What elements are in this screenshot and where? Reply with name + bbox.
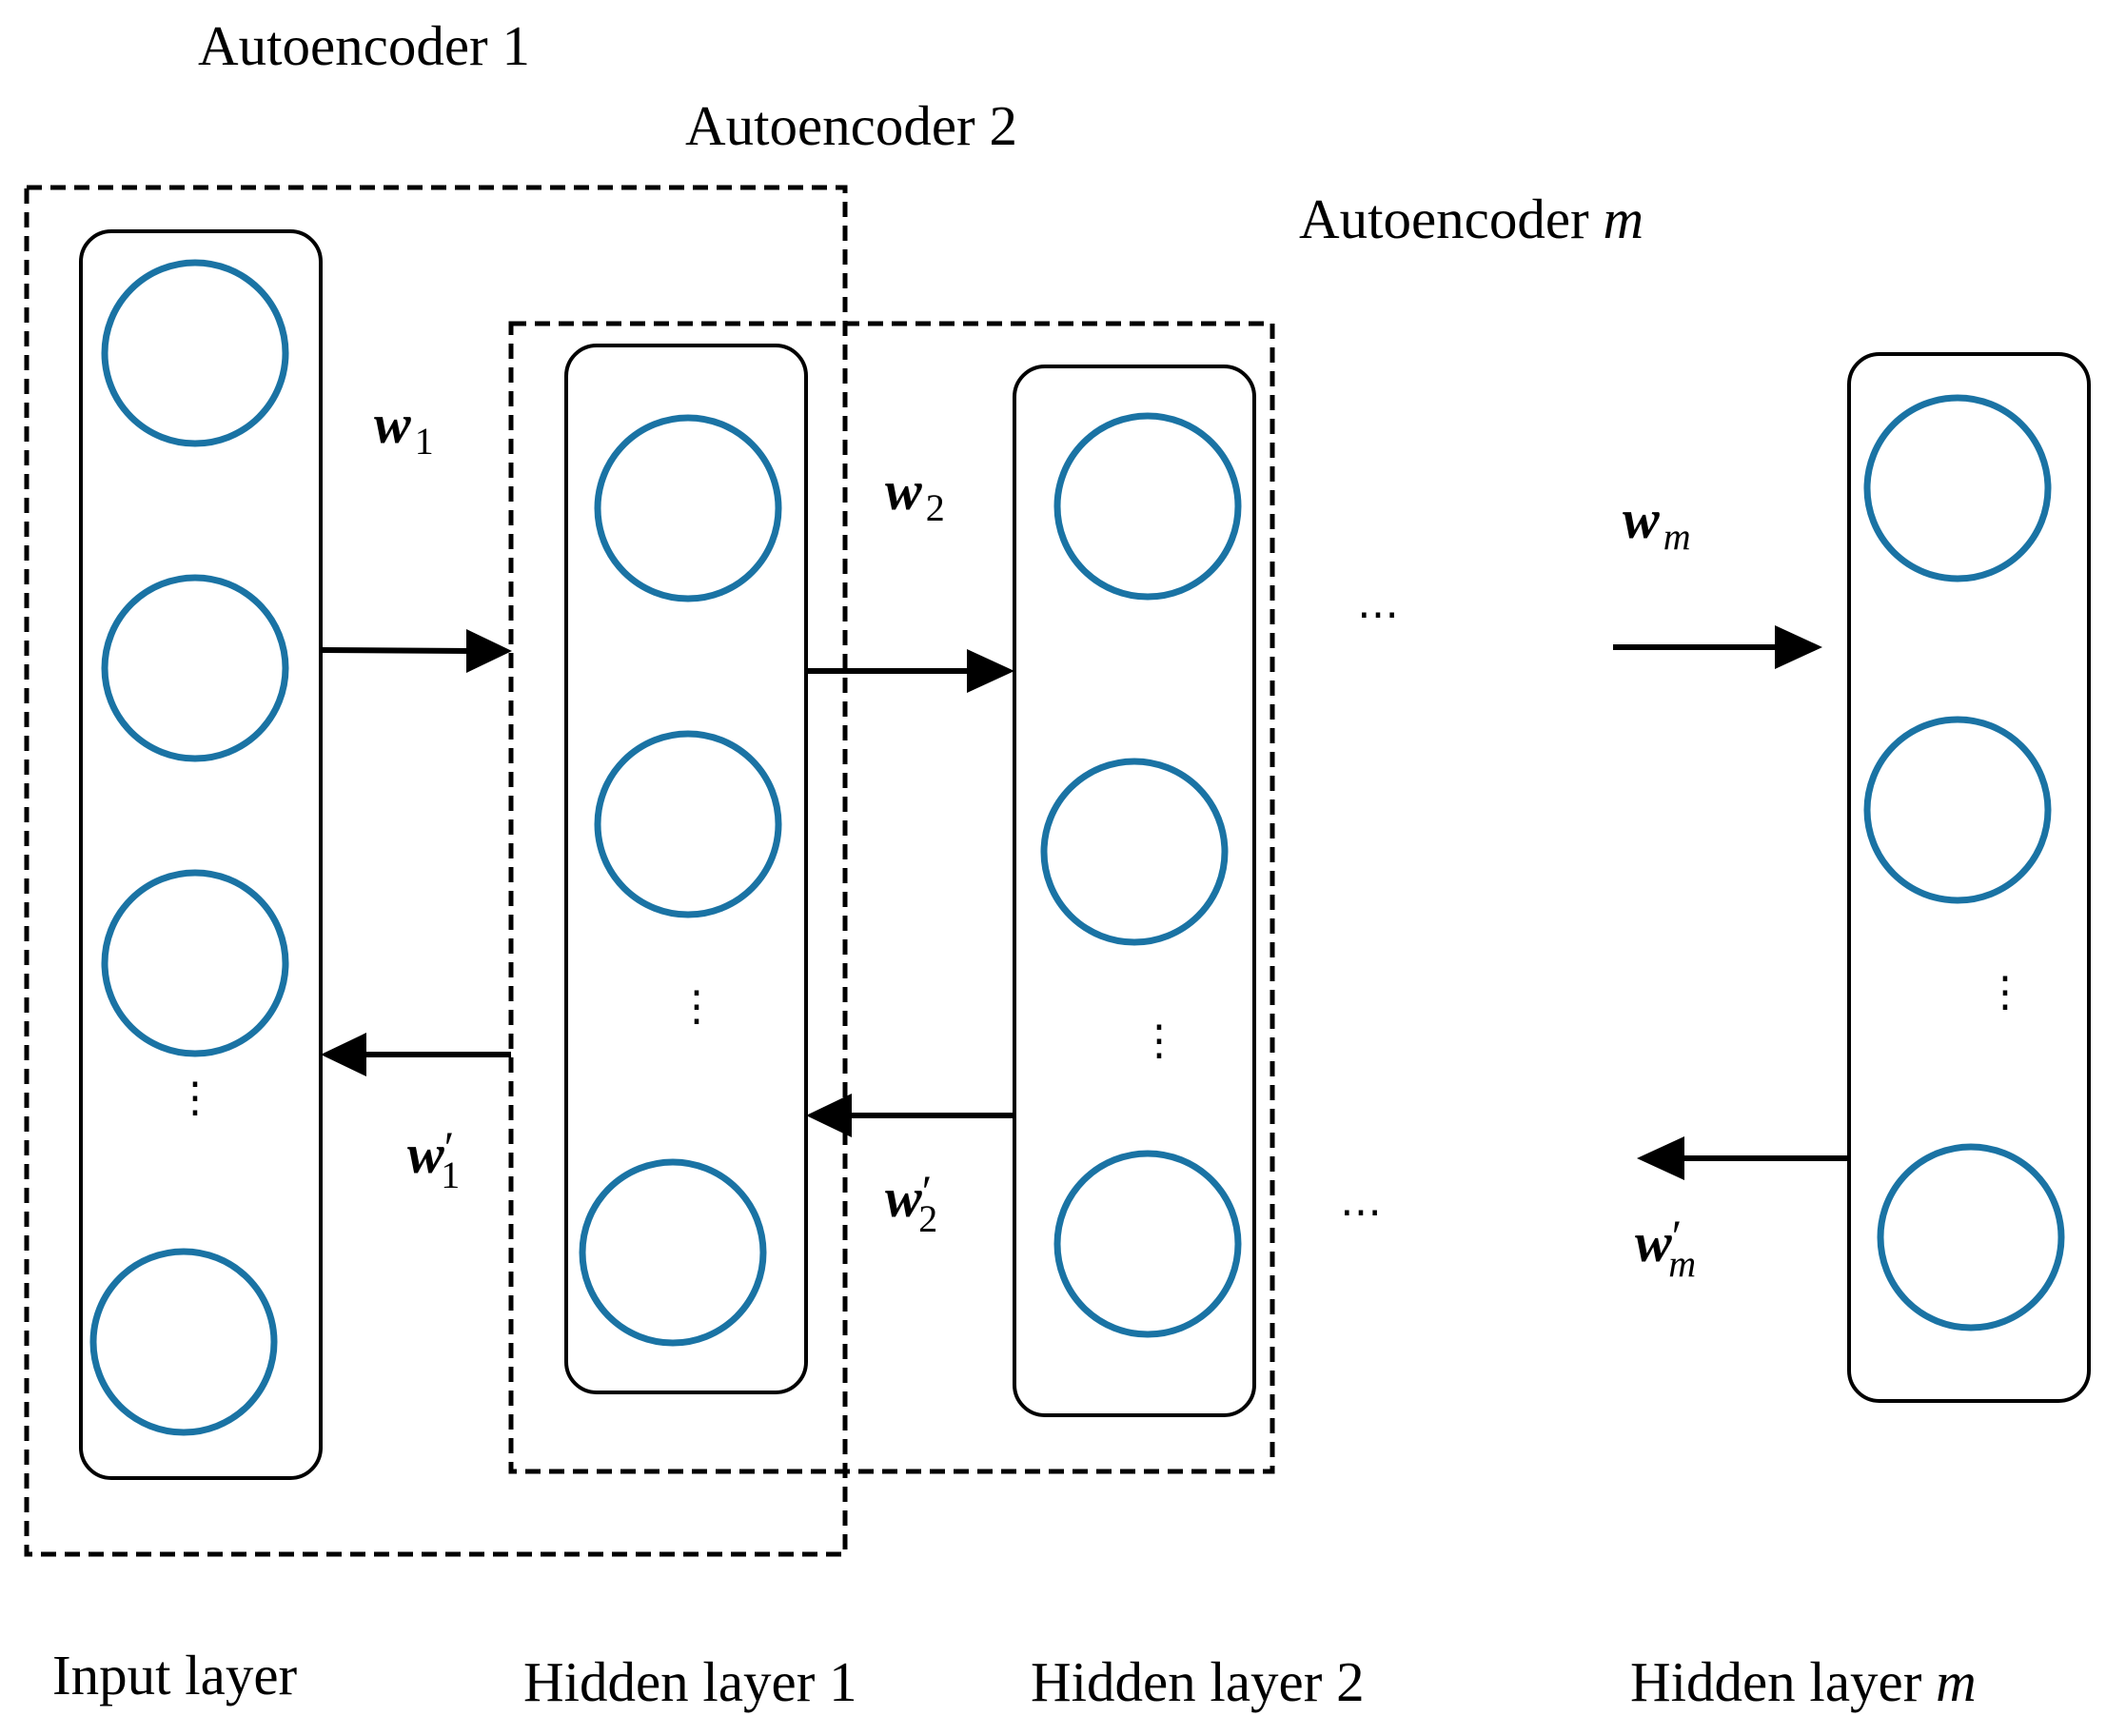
hiddenm-neuron-n	[1877, 1143, 2065, 1332]
input-layer-label: Input layer	[52, 1644, 298, 1706]
arrow-wm-backward	[1637, 1136, 1849, 1180]
input-neuron-1	[101, 259, 289, 447]
hidden-layer-2-label: Hidden layer 2	[1031, 1650, 1365, 1713]
weight-label-w2-prime: w′2	[885, 1167, 937, 1240]
input-neuron-3	[101, 869, 289, 1057]
middle-ellipsis-bottom: ⋯	[1340, 1189, 1382, 1235]
hidden2-neuron-n	[1053, 1150, 1242, 1338]
middle-ellipsis-top: ⋯	[1357, 591, 1399, 638]
autoencoder-2-region	[508, 321, 1275, 1474]
autoencoder-1-region	[24, 185, 848, 1557]
arrow-w2-forward	[806, 649, 1014, 693]
arrow-wm-forward	[1613, 625, 1822, 669]
hidden2-vertical-ellipsis: ⋮	[1138, 1017, 1180, 1064]
weight-label-wm-prime: w′m	[1635, 1212, 1696, 1285]
hidden-layer-1-label: Hidden layer 1	[523, 1650, 857, 1713]
arrow-w2-backward	[806, 1094, 1014, 1137]
hidden1-neuron-1	[594, 414, 782, 602]
input-layer-box	[79, 229, 323, 1480]
weight-label-w1-prime: w′1	[407, 1123, 460, 1196]
autoencoder-1-label: Autoencoder 1	[198, 14, 530, 77]
hidden1-neuron-n	[579, 1158, 767, 1347]
input-neuron-n	[89, 1248, 278, 1436]
input-layer-vertical-ellipsis: ⋮	[174, 1075, 216, 1121]
hidden-layer-m-label: Hidden layer m	[1630, 1650, 1977, 1713]
hidden1-neuron-2	[594, 730, 782, 918]
hidden2-neuron-1	[1053, 412, 1242, 601]
hiddenm-neuron-1	[1863, 394, 2052, 582]
hidden1-vertical-ellipsis: ⋮	[676, 983, 718, 1030]
hiddenm-neuron-2	[1863, 716, 2052, 904]
arrow-w1-backward	[321, 1033, 511, 1076]
hidden2-neuron-2	[1040, 758, 1229, 946]
autoencoder-2-label: Autoencoder 2	[685, 94, 1017, 157]
hiddenm-vertical-ellipsis: ⋮	[1984, 969, 2026, 1016]
arrow-w1-forward	[320, 629, 512, 673]
autoencoder-m-label: Autoencoder m	[1299, 187, 1643, 250]
input-neuron-2	[101, 574, 289, 762]
